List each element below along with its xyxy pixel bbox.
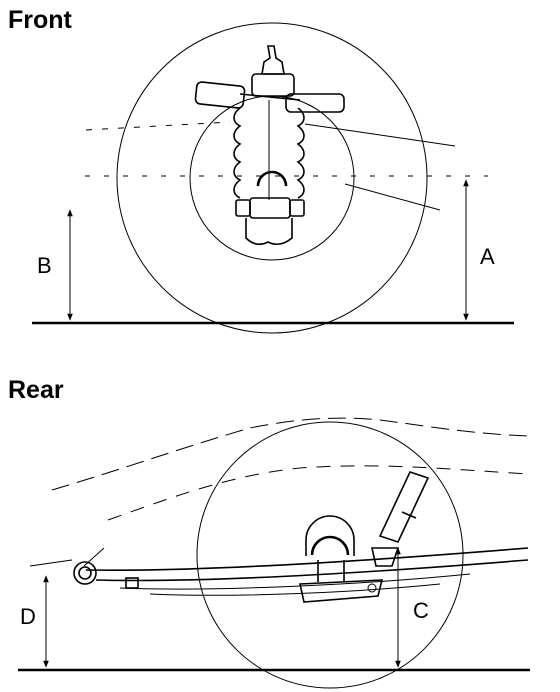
rear-shock-absorber	[371, 471, 430, 567]
dimension-a-label: A	[480, 244, 495, 269]
rear-frame-contour	[107, 465, 529, 521]
dimension-d-label: D	[20, 604, 36, 629]
rear-frame-bracket	[29, 559, 73, 567]
front-tire-outline	[116, 22, 428, 334]
front-wheel-rim	[189, 95, 355, 261]
front-shock-absorber	[194, 45, 345, 246]
front-title: Front	[8, 6, 73, 34]
rear-body-contour	[51, 417, 531, 491]
front-section: Front	[8, 6, 514, 334]
front-upper-arm	[304, 123, 456, 147]
rear-leaf-spring	[73, 547, 529, 596]
rear-section: Rear	[8, 376, 531, 689]
front-lower-arm	[344, 183, 441, 211]
rear-tire-outline	[196, 421, 464, 689]
rear-title: Rear	[8, 376, 64, 404]
rear-axle-mount	[299, 515, 384, 603]
dimension-c-label: C	[413, 598, 429, 623]
rear-hanger-link	[83, 547, 105, 567]
dimension-b-label: B	[37, 253, 52, 278]
